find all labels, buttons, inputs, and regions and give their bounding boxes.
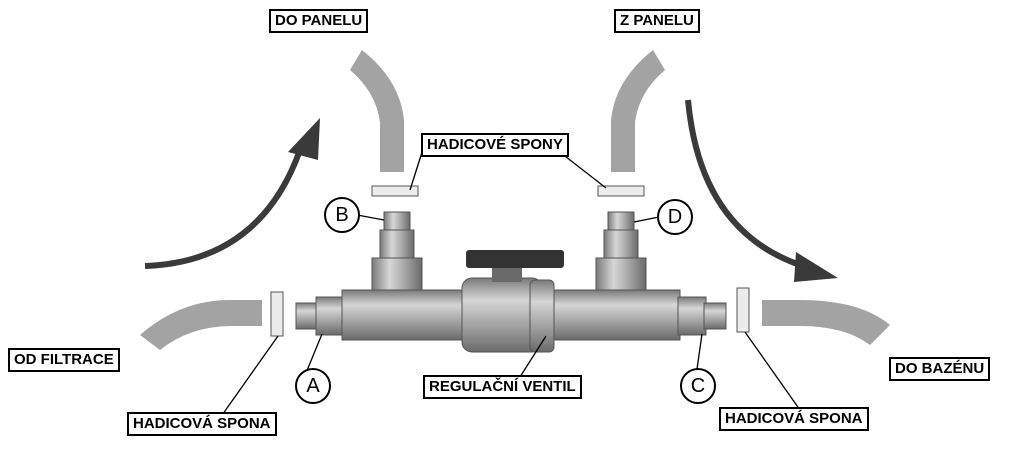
label-to-pool: DO BAZÉNU	[889, 357, 991, 381]
hose-from-panel	[611, 50, 665, 172]
hose-to-panel	[350, 50, 404, 172]
marker-b: B	[324, 197, 360, 233]
hose-clamp-right	[736, 287, 750, 333]
label-hose-clamp-right: HADICOVÁ SPONA	[719, 407, 869, 431]
hose-to-pool	[762, 300, 890, 345]
marker-a: A	[295, 368, 331, 404]
label-regulating-valve: REGULAČNÍ VENTIL	[423, 375, 582, 399]
hose-clamp-d	[597, 185, 645, 197]
valve-assembly	[295, 211, 727, 353]
label-hose-clamp-left: HADICOVÁ SPONA	[127, 412, 277, 436]
marker-d: D	[657, 199, 693, 235]
hose-from-filtration	[140, 300, 262, 350]
label-hose-clamps: HADICOVÉ SPONY	[421, 133, 569, 157]
hose-clamp-left	[270, 291, 284, 337]
flow-arrow-up-left	[144, 118, 320, 269]
label-from-panel: Z PANELU	[614, 9, 700, 33]
label-to-panel: DO PANELU	[269, 9, 369, 33]
marker-c: C	[680, 368, 716, 404]
hose-clamp-b	[371, 185, 419, 197]
flow-arrow-down-right	[685, 99, 838, 282]
label-from-filtration: OD FILTRACE	[8, 348, 120, 372]
